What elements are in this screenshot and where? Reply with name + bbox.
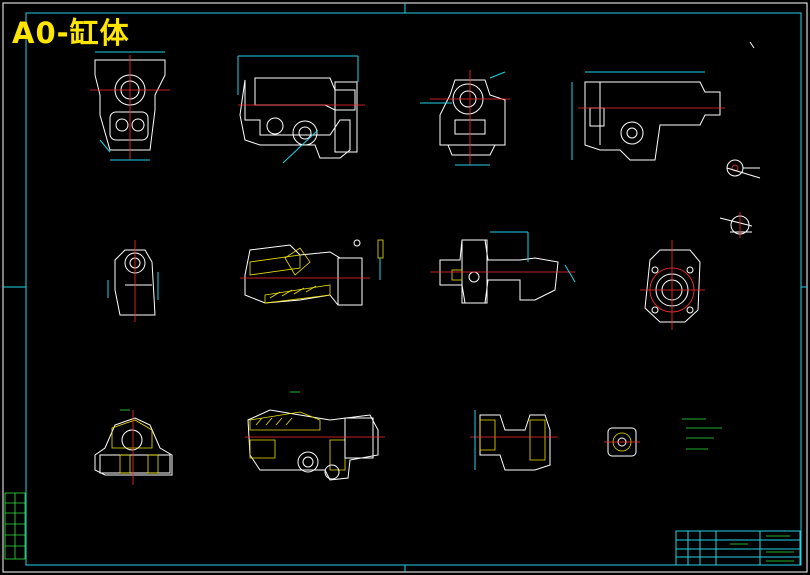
detail-section-view: [604, 427, 640, 457]
revision-table: [4, 492, 26, 560]
partial-section-view: [470, 410, 558, 471]
north-mark: [749, 41, 755, 49]
section-e-view: [94, 409, 173, 485]
section-d-view: [430, 231, 576, 304]
top-view: [571, 71, 725, 161]
flange-view: [640, 240, 705, 330]
technical-notes: [682, 418, 722, 450]
section-c-view: [240, 239, 384, 306]
section-b-view: [107, 240, 159, 322]
front-view: [90, 51, 170, 161]
title-block: [675, 530, 801, 566]
longitudinal-section-view: [245, 391, 385, 481]
side-section-view: [237, 55, 365, 164]
detail-cross-view: [719, 212, 753, 238]
detail-pin-view: [726, 159, 761, 179]
rear-view: [420, 70, 510, 166]
drawing-title: A0-缸体: [12, 16, 130, 50]
